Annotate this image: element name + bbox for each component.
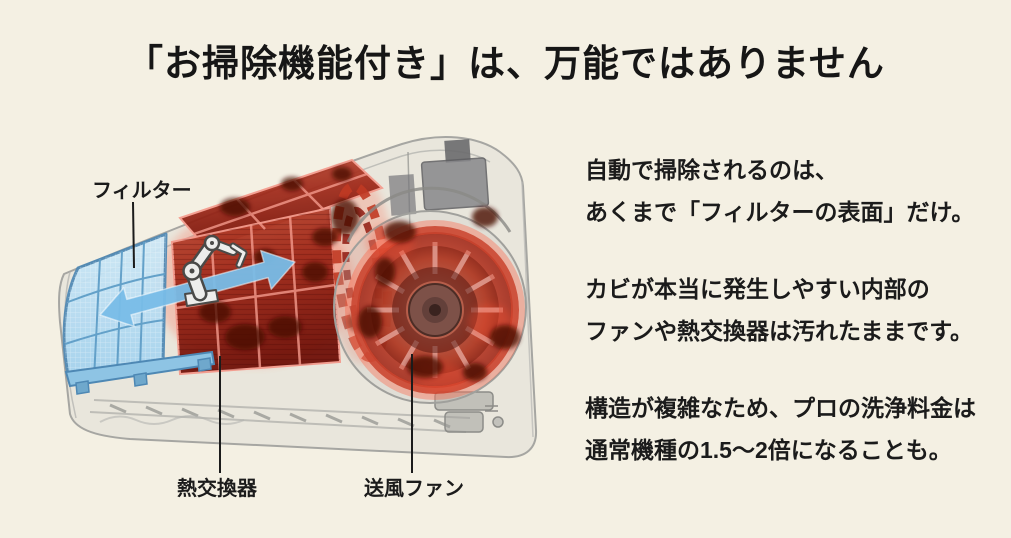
- motor-parts: [434, 391, 504, 433]
- page-title: 「お掃除機能付き」は、万能ではありません: [126, 43, 885, 84]
- blower-fan: [333, 186, 527, 404]
- heat-exchanger-label: 熱交換器: [177, 478, 257, 500]
- description-paragraph-3: 構造が複雑なため、プロの洗浄料金は 通常機種の1.5〜2倍になることも。: [585, 395, 976, 463]
- filter-pointer-line: [132, 201, 135, 269]
- description-paragraph-1: 自動で掃除されるのは、 あくまで「フィルターの表面」だけ。: [585, 157, 975, 225]
- robot-arm-icon: [182, 234, 248, 307]
- fan-hub: [408, 283, 462, 337]
- fan-label: 送風ファン: [364, 478, 464, 500]
- description-paragraph-2: カビが本当に発生しやすい内部の ファンや熱交換器は汚れたままです。: [585, 276, 974, 344]
- filter-label: フィルター: [92, 180, 192, 202]
- ac-unit-illustration: [58, 136, 538, 473]
- pointer-lines: [132, 201, 413, 473]
- description-text-block: 自動で掃除されるのは、 あくまで「フィルターの表面」だけ。 カビが本当に発生しや…: [585, 149, 1011, 506]
